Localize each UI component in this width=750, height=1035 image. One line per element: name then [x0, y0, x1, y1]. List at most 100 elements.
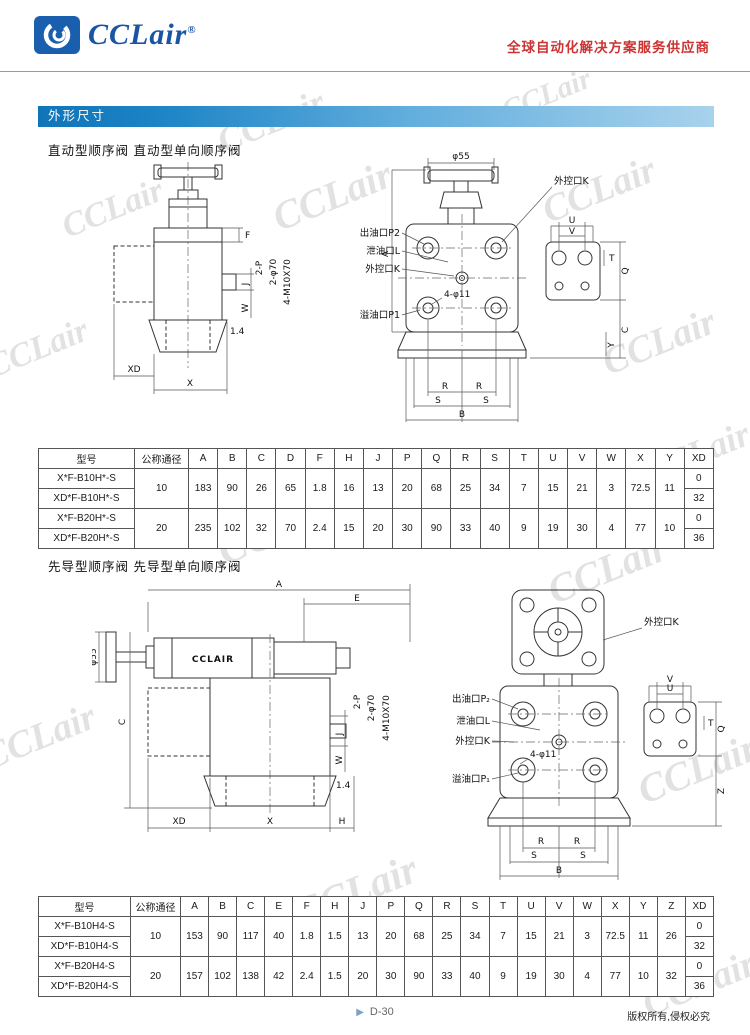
col-header: S: [460, 896, 490, 917]
value-cell: 9: [488, 956, 518, 997]
dim-label-r: R: [442, 382, 448, 392]
valve-outline: [488, 590, 722, 880]
dim-label-w: W: [241, 303, 251, 312]
value-cell: 2.4: [292, 956, 322, 997]
col-header: Y: [628, 896, 658, 917]
col-header: X: [625, 448, 656, 469]
table-row: X*F-B10H*-S 10 183 90 26 65 1.8 16 13 20…: [38, 468, 715, 509]
value-cell: 20: [392, 468, 423, 509]
table-row: XD*F-B10H4-S 32: [38, 936, 715, 957]
col-header: 公称通径: [134, 448, 189, 469]
model-cell: XD*F-B10H4-S: [38, 936, 131, 957]
valve-outline: [114, 162, 254, 394]
col-header: A: [187, 448, 219, 469]
col-header: V: [544, 896, 574, 917]
brand-name: CCLair®: [88, 18, 197, 52]
col-header: H: [320, 896, 350, 917]
value-cell: 21: [544, 916, 574, 957]
value-cell: 25: [432, 916, 462, 957]
col-header: A: [179, 896, 210, 917]
col-header: Q: [404, 896, 434, 917]
port-label-k-top: 外控口K: [644, 616, 680, 628]
dim-label-s: S: [580, 851, 586, 861]
value-cell: 90: [421, 508, 452, 549]
port-label-p2: 出油口P2: [360, 227, 400, 239]
port-label-k: 外控口K: [365, 263, 401, 275]
dim-label-x: X: [187, 379, 193, 389]
col-header: R: [450, 448, 481, 469]
value-cell: 70: [275, 508, 306, 549]
value-cell: 30: [544, 956, 574, 997]
dim-label-b: B: [556, 866, 562, 876]
cclair-logo-icon: [34, 16, 80, 54]
model-cell: XD*F-B10H*-S: [38, 488, 135, 509]
direct-dimension-table: 型号 公称通径 A B C D F H J P Q R S T: [38, 448, 715, 549]
dim-label-u: U: [667, 684, 674, 694]
pilot-dimension-table: 型号 公称通径 A B C E F H J P Q R S T: [38, 896, 715, 997]
pilot-subtitle: 先导型顺序阀 先导型单向顺序阀: [48, 560, 242, 574]
model-cell: X*F-B10H4-S: [38, 916, 131, 937]
value-cell: 77: [600, 956, 630, 997]
dim-label-h: H: [339, 817, 346, 827]
value-cell: 15: [537, 468, 569, 509]
value-cell: 33: [432, 956, 462, 997]
model-cell: XD*F-B20H*-S: [38, 528, 135, 549]
value-cell: 0: [683, 508, 715, 529]
table-row: XD*F-B20H*-S 36: [38, 528, 715, 549]
port-label-l: 泄油口L: [366, 245, 401, 257]
value-cell: 32: [683, 488, 715, 509]
dim-label-x: X: [267, 817, 273, 827]
value-cell: 16: [333, 468, 364, 509]
copyright-notice: 版权所有,侵权必究: [627, 1012, 710, 1023]
col-header: P: [392, 448, 423, 469]
value-cell: 153: [179, 916, 210, 957]
value-cell: 90: [217, 468, 248, 509]
value-cell: 68: [421, 468, 452, 509]
value-cell: 102: [208, 956, 238, 997]
dim-label-phi55: φ55: [92, 648, 99, 665]
value-cell: 117: [236, 916, 266, 957]
value-cell: 20: [376, 916, 406, 957]
company-tagline: 全球自动化解决方案服务供应商: [507, 40, 710, 55]
dim-label-2p: 2-P: [353, 694, 363, 709]
col-header: XD: [683, 448, 715, 469]
value-cell: 11: [628, 916, 658, 957]
col-header: 公称通径: [130, 896, 181, 917]
brand-text: CCLair: [88, 18, 188, 51]
dim-label-m10x70: 4-M10X70: [283, 259, 293, 305]
col-header: P: [376, 896, 406, 917]
col-header: E: [264, 896, 294, 917]
col-header: Z: [656, 896, 686, 917]
dim-label-e: E: [354, 594, 360, 604]
dim-label-b: B: [459, 410, 465, 420]
col-header: U: [537, 448, 569, 469]
dim-label-4phi11: 4-φ11: [530, 750, 556, 760]
value-cell: 13: [348, 916, 378, 957]
col-header: 型号: [38, 896, 131, 917]
value-cell: 10: [134, 468, 189, 509]
col-header: D: [275, 448, 306, 469]
value-cell: 20: [348, 956, 378, 997]
col-header: W: [596, 448, 627, 469]
model-cell: X*F-B10H*-S: [38, 468, 135, 489]
value-cell: 40: [479, 508, 510, 549]
value-cell: 0: [684, 956, 715, 977]
dim-label-phi55: φ55: [452, 152, 469, 162]
value-cell: 20: [134, 508, 189, 549]
table-row: X*F-B20H4-S 20 157 102 138 42 2.4 1.5 20…: [38, 956, 715, 997]
dim-label-f: F: [245, 231, 250, 241]
dim-label-m10x70: 4-M10X70: [382, 695, 392, 741]
value-cell: 30: [567, 508, 598, 549]
model-cell: XD*F-B20H4-S: [38, 976, 131, 997]
col-header: J: [348, 896, 378, 917]
value-cell: 90: [208, 916, 238, 957]
col-header: B: [208, 896, 238, 917]
dim-label-s: S: [483, 396, 489, 406]
value-cell: 11: [654, 468, 685, 509]
value-cell: 26: [246, 468, 277, 509]
value-cell: 72.5: [600, 916, 630, 957]
value-cell: 20: [130, 956, 181, 997]
dim-label-r: R: [574, 837, 580, 847]
dim-label-z: Z: [717, 788, 727, 794]
